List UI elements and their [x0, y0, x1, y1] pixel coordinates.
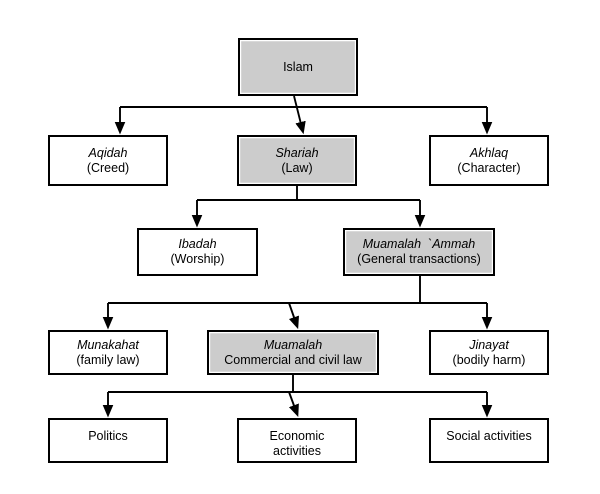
edge-muamalah-to-economic: [288, 391, 299, 418]
node-aqidah[interactable]: Aqidah (Creed): [48, 135, 168, 186]
node-politics[interactable]: Politics: [48, 418, 168, 463]
node-islam-term: Islam: [283, 59, 313, 74]
node-akhlaq[interactable]: Akhlaq (Character): [429, 135, 549, 186]
node-jinayat-gloss: (bodily harm): [452, 352, 526, 367]
node-akhlaq-gloss: (Character): [457, 160, 521, 175]
edge-islam-to-aqidah: [114, 106, 487, 135]
node-aqidah-gloss: (Creed): [86, 160, 130, 175]
node-munakahat-gloss: (family law): [76, 352, 140, 367]
node-ibadah-term: Ibadah: [178, 237, 217, 252]
edge-ammah-to-munakahat: [102, 276, 421, 330]
edge-ammah-to-jinayat: [420, 302, 493, 330]
node-muamalah-ammah[interactable]: Muamalah `Ammah (General transactions): [343, 228, 495, 276]
node-muamalah-gloss: Commercial and civil law: [224, 352, 362, 367]
node-shariah[interactable]: Shariah (Law): [237, 135, 357, 186]
node-jinayat[interactable]: Jinayat (bodily harm): [429, 330, 549, 375]
edge-islam-to-shariah: [293, 95, 306, 135]
node-shariah-gloss: (Law): [281, 160, 313, 175]
node-ibadah[interactable]: Ibadah (Worship): [137, 228, 258, 276]
node-munakahat-term: Munakahat: [77, 337, 139, 352]
node-islam[interactable]: Islam: [238, 38, 358, 96]
node-muamalah[interactable]: Muamalah Commercial and civil law: [207, 330, 379, 375]
node-social-activities-label: Social activities: [446, 429, 532, 443]
edge-ammah-to-muamalah: [288, 302, 300, 330]
node-shariah-term: Shariah: [275, 145, 319, 160]
node-ibadah-gloss: (Worship): [170, 252, 225, 266]
node-economic-activities[interactable]: Economic activities: [237, 418, 357, 463]
node-politics-label: Politics: [88, 429, 128, 443]
node-muamalah-ammah-term: Muamalah `Ammah: [362, 237, 476, 252]
node-social-activities[interactable]: Social activities: [429, 418, 549, 463]
node-jinayat-term: Jinayat: [469, 337, 509, 352]
node-muamalah-term: Muamalah: [263, 337, 323, 352]
node-economic-activities-label: Economic activities: [269, 429, 325, 458]
node-aqidah-term: Aqidah: [88, 145, 128, 160]
node-akhlaq-term: Akhlaq: [469, 145, 509, 160]
edge-shariah-to-muamalah-ammah: [397, 199, 426, 228]
node-munakahat[interactable]: Munakahat (family law): [48, 330, 168, 375]
edge-shariah-to-ibadah: [191, 186, 397, 228]
edge-muamalah-to-politics: [102, 375, 487, 418]
node-muamalah-ammah-gloss: (General transactions): [357, 252, 481, 266]
